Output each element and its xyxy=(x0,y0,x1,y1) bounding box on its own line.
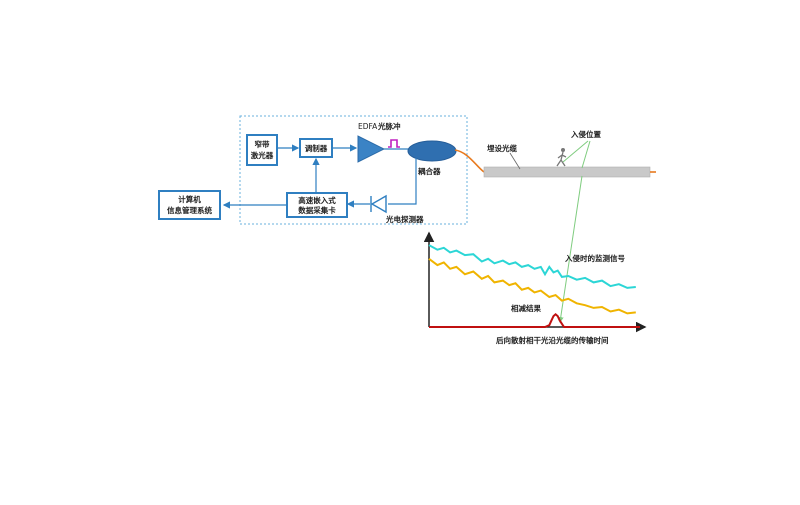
computer-label-line1: 计算机 xyxy=(178,194,201,204)
intrusion-pointer-1 xyxy=(562,140,589,163)
edfa-label: EDFA xyxy=(358,122,378,131)
computer-label-line2: 信息管理系统 xyxy=(167,205,212,215)
cable-label: 埋设光缆 xyxy=(487,143,517,153)
series-subtraction-result xyxy=(429,312,640,328)
x-axis-label: 后向散射相干光沿光缆的传输时间 xyxy=(496,335,609,345)
detector-label: 光电探测器 xyxy=(385,214,424,224)
fiber-lead xyxy=(454,149,485,173)
daq-label-line2: 数据采集卡 xyxy=(298,205,336,215)
laser-label-line1: 窄带 xyxy=(255,139,270,149)
signal-label: 入侵时的监测信号 xyxy=(564,253,625,263)
intrusion-pointer-2 xyxy=(581,140,591,169)
coupler-label: 耦合器 xyxy=(418,166,441,176)
cable-label-pointer xyxy=(509,152,521,170)
pulse-label: 光脉冲 xyxy=(377,121,401,131)
daq-label-line1: 高速嵌入式 xyxy=(298,195,336,205)
daq-card-block: 高速嵌入式 数据采集卡 xyxy=(286,192,348,218)
guide-line xyxy=(557,175,583,323)
modulator-block: 调制器 xyxy=(299,138,333,158)
photodetector-icon xyxy=(370,194,387,214)
modulator-label: 调制器 xyxy=(305,143,328,153)
coupler-block: 耦合器 xyxy=(407,140,457,176)
laser-block: 窄带 激光器 xyxy=(246,134,278,166)
coupler-to-detector-line xyxy=(388,158,417,205)
series-reference-line xyxy=(428,258,636,315)
intrusion-label: 入侵位置 xyxy=(570,129,601,139)
subtract-label: 相减结果 xyxy=(511,303,541,313)
computer-block: 计算机 信息管理系统 xyxy=(158,190,221,220)
intruder-icon xyxy=(556,148,567,167)
laser-label-line2: 激光器 xyxy=(251,150,274,160)
edfa-amplifier: EDFA xyxy=(357,122,386,163)
buried-cable xyxy=(483,166,656,178)
system-enclosure xyxy=(239,115,468,225)
series-monitor-signal-line xyxy=(428,244,636,289)
pulse-icon xyxy=(388,139,400,148)
